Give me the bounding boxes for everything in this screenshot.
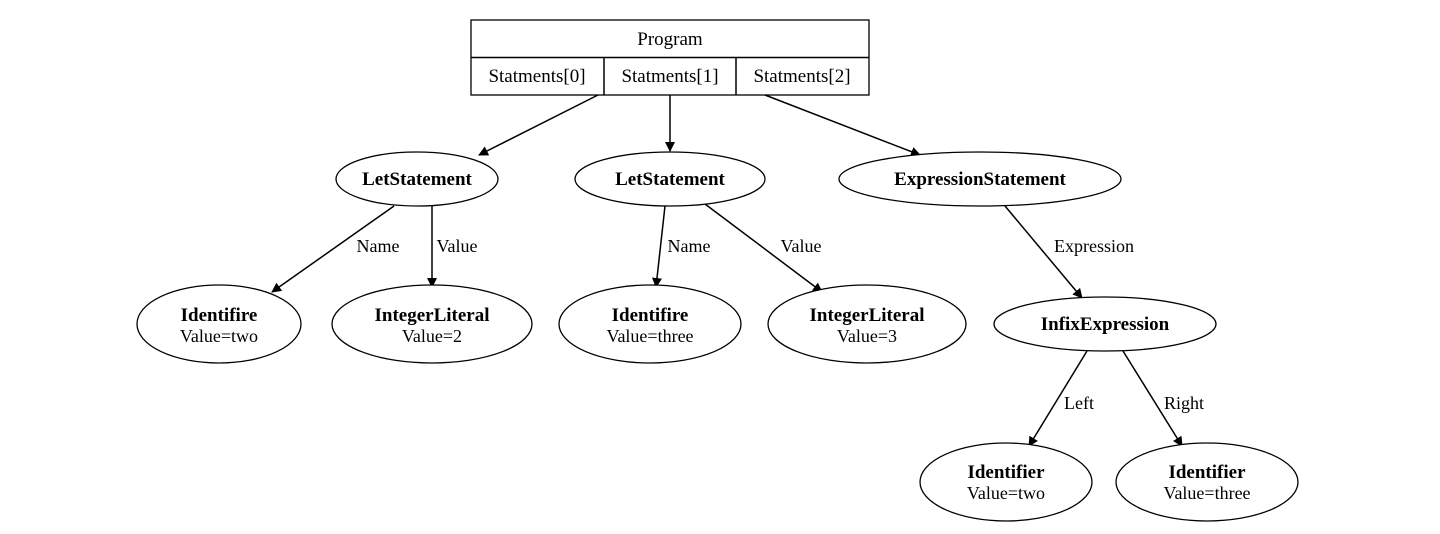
edge-label-right: Right	[1164, 393, 1204, 413]
let-statement-node-2: LetStatement	[574, 151, 766, 207]
edge-label-left: Left	[1064, 393, 1094, 413]
edge-label-let1-name: Name	[357, 236, 400, 256]
edge-infix-right	[1122, 350, 1183, 447]
program-title: Program	[637, 29, 703, 50]
expression-statement-node: ExpressionStatement	[838, 151, 1122, 207]
let-statement-2-title: LetStatement	[615, 169, 725, 190]
edge-label-let1-value: Value	[437, 236, 478, 256]
integer-literal-2-value: Value=2	[402, 326, 462, 346]
edge-program-let1	[478, 94, 599, 156]
identifire-three-title: Identifire	[612, 305, 689, 326]
edge-infix-left	[1028, 350, 1088, 447]
identifier-right-title: Identifier	[1168, 462, 1246, 483]
integer-literal-3-value: Value=3	[837, 326, 897, 346]
edge-let2-value	[704, 203, 823, 293]
program-field-statements-1: Statments[1]	[621, 66, 718, 87]
identifire-three-value: Value=three	[606, 326, 693, 346]
identifire-two-node: Identifire Value=two	[136, 284, 302, 364]
identifier-left-value: Value=two	[967, 483, 1045, 503]
integer-literal-2-title: IntegerLiteral	[374, 305, 489, 326]
identifire-three-node: Identifire Value=three	[558, 284, 742, 364]
identifier-right-node: Identifier Value=three	[1115, 442, 1299, 522]
edge-labels: Name Value Name Value Expression Left Ri…	[357, 236, 1205, 413]
program-field-statements-0: Statments[0]	[488, 66, 585, 87]
identifier-left-node: Identifier Value=two	[919, 442, 1093, 522]
identifier-right-value: Value=three	[1163, 483, 1250, 503]
edge-label-let2-value: Value	[781, 236, 822, 256]
edge-let2-name	[652, 205, 666, 288]
integer-literal-3-title: IntegerLiteral	[809, 305, 924, 326]
identifire-two-value: Value=two	[180, 326, 258, 346]
edge-let1-name	[271, 205, 395, 293]
edge-program-expression-statement	[764, 94, 921, 157]
identifire-two-title: Identifire	[181, 305, 258, 326]
identifier-left-title: Identifier	[967, 462, 1045, 483]
let-statement-node-1: LetStatement	[335, 151, 499, 207]
infix-expression-node: InfixExpression	[993, 296, 1217, 352]
edges	[271, 94, 1183, 447]
integer-literal-3-node: IntegerLiteral Value=3	[767, 284, 967, 364]
infix-expression-title: InfixExpression	[1041, 314, 1170, 335]
edge-label-let2-name: Name	[668, 236, 711, 256]
integer-literal-2-node: IntegerLiteral Value=2	[331, 284, 533, 364]
expression-statement-title: ExpressionStatement	[894, 169, 1066, 190]
program-node: Program Statments[0] Statments[1] Statme…	[470, 19, 870, 96]
let-statement-1-title: LetStatement	[362, 169, 472, 190]
edge-expression-statement-expression	[1004, 205, 1083, 299]
edge-label-expression: Expression	[1054, 236, 1134, 256]
program-field-statements-2: Statments[2]	[753, 66, 850, 87]
